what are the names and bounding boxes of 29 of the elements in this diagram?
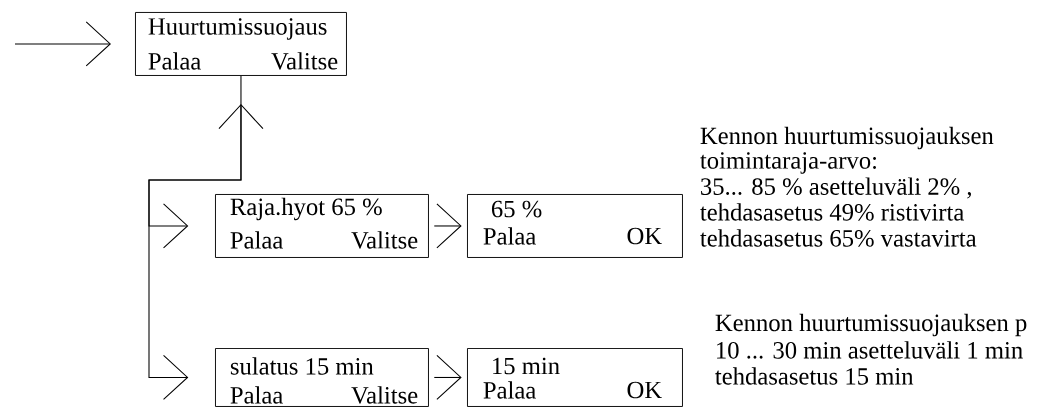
arrow [148,75,242,400]
display-box [215,194,429,258]
display-box [467,194,683,258]
arrow [14,21,111,67]
softkey-label: Palaa [483,227,536,245]
note-text: toimintaraja-arvo: [700,152,876,174]
softkey-label: OK [627,227,662,245]
softkey-label: Palaa [230,386,283,404]
note-text: 35... 85 % asetteluväli 2% , [701,177,971,199]
softkey-label: Palaa [148,52,201,70]
display-title: sulatus 15 min [230,357,374,375]
softkey-label: Valitse [351,231,418,249]
arrow [148,103,264,249]
note-text: Kennon huurtumissuojauksen [700,126,994,150]
softkey-label: Palaa [230,231,283,249]
note-text: 10 ... 30 min asetteluväli 1 min [717,341,1023,359]
display-title: Huurtumissuojaus [148,18,327,40]
note-text: Kennon huurtumissuojauksen p [715,313,1027,337]
display-title: 65 % [491,200,542,218]
softkey-label: Palaa [483,381,536,399]
softkey-label: Valitse [351,386,418,404]
softkey-label: OK [627,381,662,399]
note-text: tehdasasetus 15 min [715,367,914,385]
softkey-label: Valitse [271,52,338,70]
display-box [215,348,429,407]
display-box [467,348,683,407]
display-title: Raja.hyot 65 % [230,197,382,221]
display-box [135,12,347,76]
display-title: 15 min [493,357,560,375]
